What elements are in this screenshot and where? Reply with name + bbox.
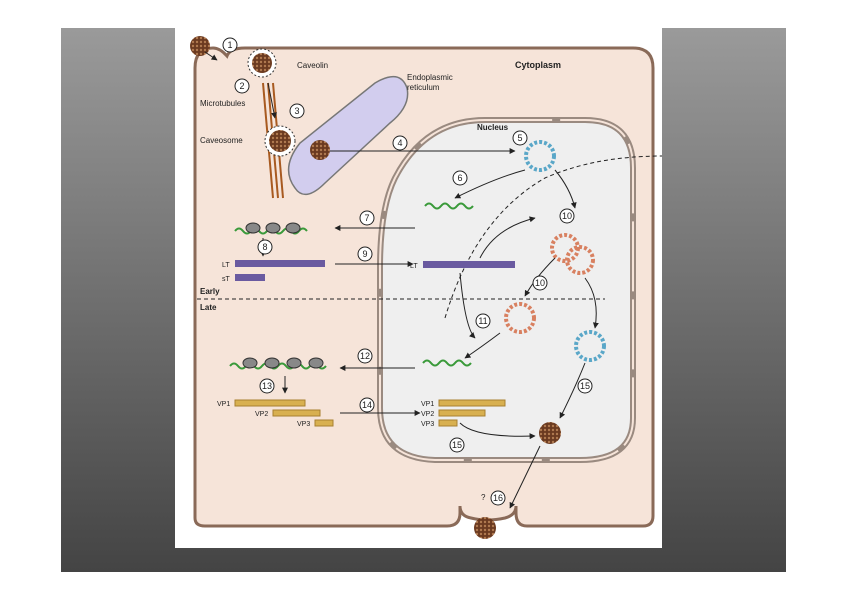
step-13: 13 (262, 381, 272, 391)
label-vp2-cytoplasm: VP2 (255, 411, 268, 418)
early-mrna-nucleus (424, 202, 474, 210)
lt-bar-nucleus (423, 261, 515, 268)
virion-in-er (310, 140, 330, 160)
vp3-bar-nucleus (438, 419, 458, 427)
viral-dna-red-1 (550, 233, 580, 263)
label-cytoplasm: Cytoplasm (515, 60, 561, 70)
vp2-bar-nucleus (438, 409, 486, 417)
step-15b: 15 (452, 440, 462, 450)
step-14: 14 (362, 400, 372, 410)
label-lt-nucleus: LT (410, 263, 418, 270)
step-15a: 15 (580, 381, 590, 391)
step-11: 11 (478, 316, 487, 326)
nucleus (377, 117, 636, 463)
step-7: 7 (364, 213, 369, 223)
st-bar-cytoplasm (235, 274, 265, 281)
step-3: 3 (294, 106, 299, 116)
vp3-bar-cytoplasm (314, 419, 334, 427)
label-vp3-nucleus: VP3 (421, 421, 434, 428)
label-caveosome: Caveosome (200, 136, 243, 145)
endoplasmic-reticulum (287, 75, 409, 196)
ribosomes-late (242, 357, 324, 369)
label-question: ? (481, 493, 486, 502)
step-5: 5 (517, 133, 522, 143)
viral-dna-blue-bottom (574, 330, 606, 362)
ribosomes-early (245, 222, 301, 234)
step-9: 9 (362, 249, 367, 259)
label-microtubules: Microtubules (200, 99, 245, 108)
vp2-bar-cytoplasm (272, 409, 321, 417)
label-er-line1: Endoplasmic (407, 73, 453, 82)
label-caveolin: Caveolin (297, 61, 328, 70)
step-1: 1 (227, 40, 232, 50)
step-16: 16 (493, 493, 503, 503)
caveosome-virion (264, 125, 296, 157)
step-markers (222, 37, 593, 506)
label-early: Early (200, 287, 220, 296)
lt-bar-cytoplasm (235, 260, 325, 267)
caveola-virion (247, 48, 277, 78)
step-12: 12 (360, 351, 370, 361)
step-10b: 10 (535, 278, 545, 288)
label-lt-cytoplasm: LT (222, 262, 230, 269)
virion-extracellular (190, 36, 210, 56)
late-mrna-nucleus (422, 359, 472, 367)
label-vp1-cytoplasm: VP1 (217, 401, 230, 408)
label-nucleus: Nucleus (477, 123, 509, 132)
step-6: 6 (457, 173, 462, 183)
label-st-cytoplasm: sT (222, 276, 231, 283)
step-4: 4 (397, 138, 402, 148)
label-er-line2: reticulum (407, 83, 440, 92)
step-2: 2 (239, 81, 244, 91)
label-late: Late (200, 303, 217, 312)
viral-dna-red-3 (504, 302, 536, 334)
progeny-virion-nucleus (539, 422, 561, 444)
label-vp1-nucleus: VP1 (421, 401, 434, 408)
progeny-virion-released (474, 517, 496, 539)
label-vp2-nucleus: VP2 (421, 411, 434, 418)
step-8: 8 (262, 242, 267, 252)
viral-dna-blue-top (524, 140, 556, 172)
vp1-bar-nucleus (438, 399, 506, 407)
vp1-bar-cytoplasm (234, 399, 306, 407)
label-vp3-cytoplasm: VP3 (297, 421, 310, 428)
viral-dna-red-2 (565, 245, 595, 275)
step-10a: 10 (562, 211, 572, 221)
polyomavirus-lifecycle-figure: 1 2 3 4 5 6 7 8 9 10 10 11 12 13 14 15 1… (175, 28, 662, 548)
